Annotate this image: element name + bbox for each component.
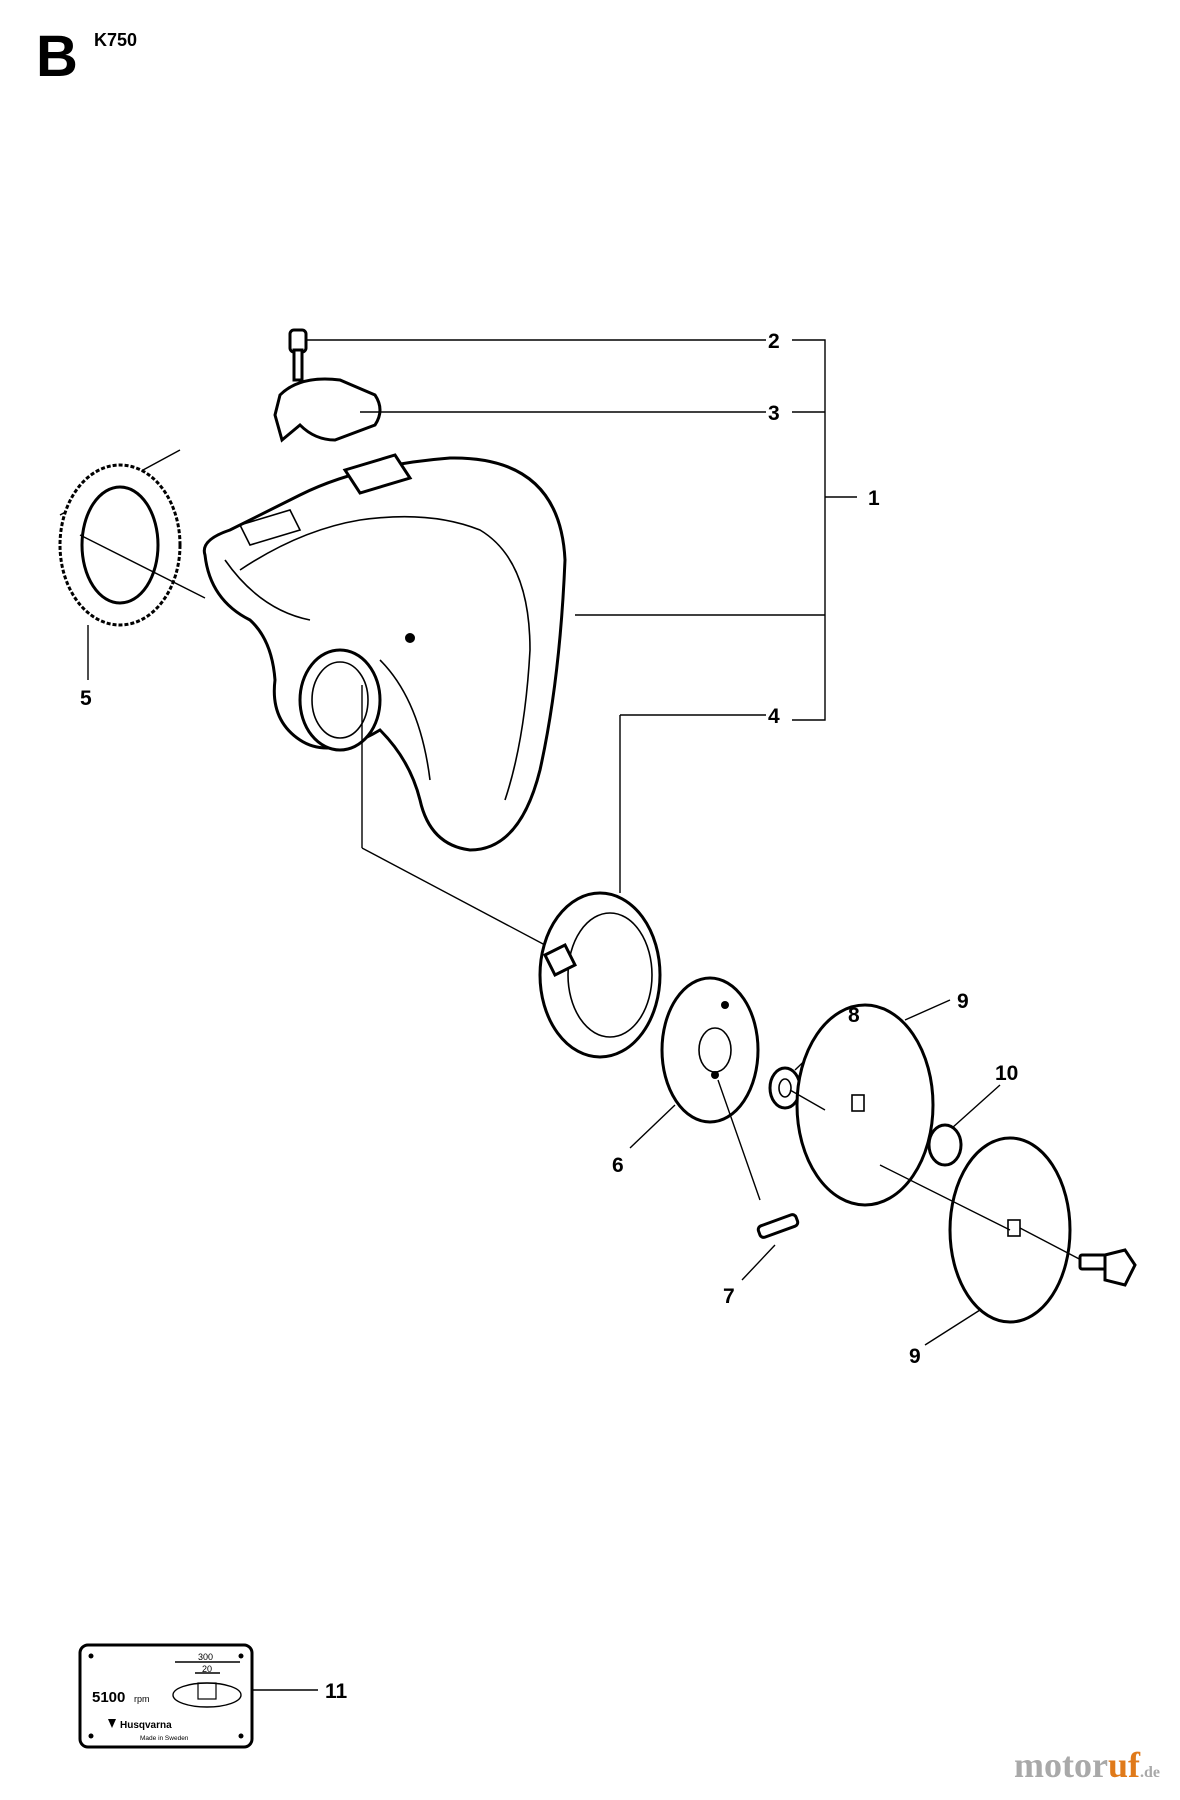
assembly-bracket — [575, 339, 857, 721]
callout-2: 2 — [768, 330, 780, 353]
callout-8: 8 — [848, 1004, 860, 1027]
watermark: motoruf.de — [1014, 1744, 1160, 1786]
part-2-screw — [288, 328, 766, 382]
callout-9b: 9 — [909, 1345, 921, 1368]
decal-dim-outer: 300 — [198, 1652, 213, 1662]
part-11-decal: 300 20 5100 rpm Husqvarna Made in Sweden — [78, 1643, 318, 1749]
watermark-accent: uf — [1107, 1745, 1140, 1785]
part-9-washer-upper — [795, 999, 951, 1207]
callout-6: 6 — [612, 1154, 624, 1177]
callout-3: 3 — [768, 402, 780, 425]
part-5-toothed-ring — [58, 449, 206, 680]
decal-dim-inner: 20 — [202, 1664, 212, 1674]
decal-rpm-unit: rpm — [134, 1694, 150, 1704]
section-letter: B — [36, 24, 78, 89]
watermark-main: motor — [1014, 1745, 1108, 1785]
decal-rpm-value: 5100 — [92, 1689, 125, 1706]
part-3-clamp — [273, 377, 766, 443]
arbor-bolt — [1019, 1227, 1137, 1287]
part-4-coupling — [538, 714, 766, 1059]
blade-guard — [202, 453, 567, 852]
callout-10: 10 — [995, 1062, 1018, 1085]
callout-1: 1 — [868, 487, 880, 510]
husqvarna-logo-icon — [108, 1719, 116, 1728]
callout-9a: 9 — [957, 990, 969, 1013]
watermark-tld: .de — [1140, 1764, 1160, 1781]
callout-11: 11 — [325, 1680, 348, 1703]
decal-brand: Husqvarna — [120, 1720, 172, 1731]
part-10-bushing — [927, 1084, 1001, 1167]
callout-5: 5 — [80, 687, 92, 710]
part-9-washer-lower — [924, 1136, 1072, 1346]
callout-4: 4 — [768, 705, 780, 728]
callout-7: 7 — [723, 1285, 735, 1308]
decal-origin: Made in Sweden — [140, 1735, 189, 1742]
model-label: K750 — [94, 30, 138, 50]
part-6-flange — [629, 976, 760, 1149]
part-7-screw — [717, 1079, 800, 1281]
